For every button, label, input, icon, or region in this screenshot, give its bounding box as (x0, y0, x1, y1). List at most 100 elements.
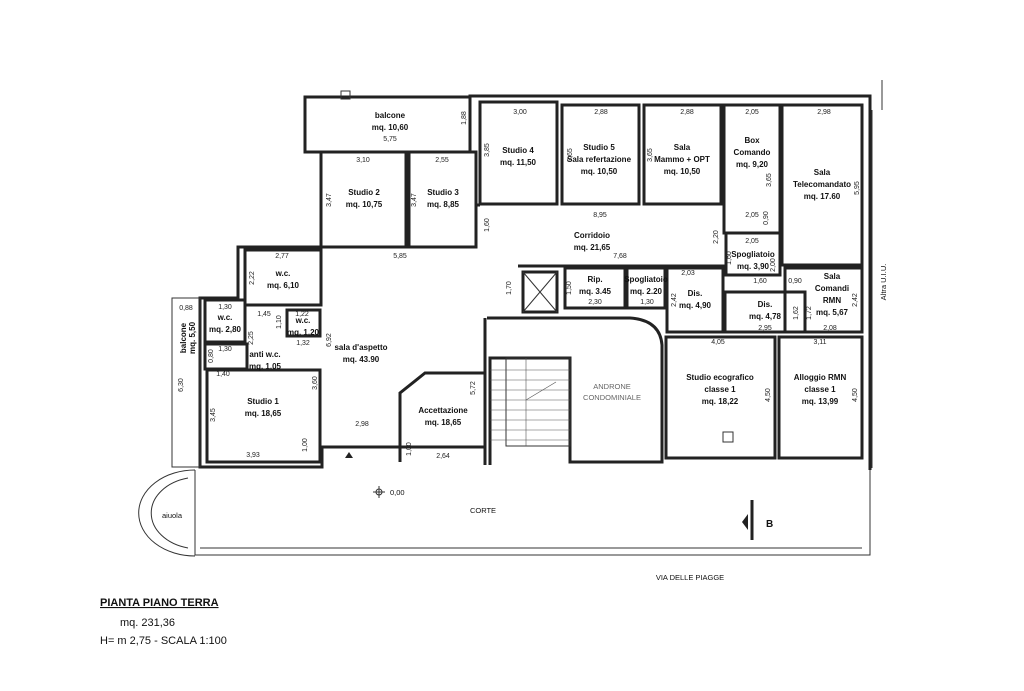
dimension-label: 1,10 (276, 315, 283, 329)
room-label-line: mq. 4,90 (679, 301, 712, 310)
dimension-label: 0,80 (208, 349, 215, 363)
room-label-line: mq. 2,80 (209, 325, 242, 334)
room-label-line: sala d'aspetto (334, 343, 387, 352)
dimension-label: 3,11 (813, 339, 826, 346)
wall-wc-3 (285, 308, 322, 338)
dimension-label: 1,30 (640, 299, 654, 306)
dimension-label: 3,47 (411, 193, 418, 207)
room-label-line: mq. 5,50 (188, 321, 197, 354)
dimension-label: 0,88 (179, 305, 193, 312)
dimension-label: 2,05 (745, 238, 759, 245)
room-label: Spogliatoio mq. 2.20 (624, 275, 668, 296)
room-label-line: Spogliatoio (731, 250, 775, 259)
dimension-label: 3,65 (647, 148, 654, 162)
wall-wc-1 (243, 248, 323, 307)
dimension-label: 0,90 (788, 278, 802, 285)
dimension-label: 1,70 (506, 281, 513, 295)
dimension-label: 1,72 (806, 306, 813, 320)
lobby-label: ANDRONE (593, 382, 631, 391)
dimension-label: 3,10 (356, 157, 370, 164)
dimension-label: 3,00 (513, 109, 527, 116)
plan-title: PIANTA PIANO TERRA (100, 597, 219, 609)
section-marker-icon (742, 500, 754, 540)
wall-androne (487, 316, 664, 465)
dimension-label: 3,47 (326, 193, 333, 207)
pillar (340, 90, 351, 100)
elevation-label: 0,00 (390, 488, 405, 497)
room-label-line: Dis. (758, 300, 773, 309)
dimension-label: 1,88 (461, 111, 468, 125)
wall-studio-ecografico (664, 335, 777, 460)
wall-studio-3 (407, 150, 478, 249)
room-label-line: Mammo + OPT (654, 155, 710, 164)
wall-studio-5 (560, 103, 641, 206)
wall-studio-4 (478, 100, 559, 206)
wall-sala-mammo (642, 103, 723, 206)
wall-sala-telecomandato (780, 103, 864, 267)
room-label: Dis.mq. 4,78 (749, 300, 782, 321)
wall-dis-2 (723, 290, 807, 334)
dimension-label: 2,05 (745, 109, 759, 116)
total-area: mq. 231,36 (120, 617, 175, 629)
courtyard-label: CORTE (470, 506, 496, 515)
dimension-label: 1,22 (295, 311, 309, 318)
room-label: w.c.mq. 1,20 (287, 316, 320, 337)
room-label-line: classe 1 (804, 385, 836, 394)
room-label-line: mq. 10,50 (581, 167, 618, 176)
room-label: balconemq. 5,50 (179, 321, 197, 354)
room-label-line: Corridoio (574, 231, 610, 240)
room-label-line: mq. 18,65 (245, 409, 282, 418)
room-label-line: Sala (824, 272, 841, 281)
dimension-label: 2,00 (770, 258, 777, 272)
dimension-label: 2,77 (275, 253, 289, 260)
room-label-line: Telecomandato (793, 180, 851, 189)
wall-sala-comandi (783, 266, 864, 334)
dimension-label: 0,90 (763, 211, 770, 225)
dimension-label: 1,30 (218, 304, 232, 311)
room-label-line: anti w.c. (249, 350, 280, 359)
room-label-line: mq. 10,60 (372, 123, 409, 132)
dimension-label: 2,25 (248, 331, 255, 345)
dimension-label: 4,50 (765, 388, 772, 402)
wall-balcone-2 (171, 297, 201, 468)
room-label-line: mq. 10,50 (664, 167, 701, 176)
dimension-label: 1,00 (406, 442, 413, 456)
room-label-line: Alloggio RMN (794, 373, 847, 382)
room-label-line: balcone (179, 322, 188, 353)
wall-spogliatoio-2 (625, 266, 667, 310)
room-label-line: Studio 1 (247, 397, 279, 406)
room-label-line: mq. 2.20 (630, 287, 663, 296)
room-label: Dis. mq. 4,90 (679, 289, 712, 310)
wall-corridor (474, 203, 480, 247)
room-label-line: mq. 11,50 (500, 158, 537, 167)
room-label-line: Sala refertazione (567, 155, 632, 164)
dimension-label: 3,60 (312, 376, 319, 390)
dimension-label: 7,68 (613, 253, 627, 260)
room-label-line: mq. 43.90 (343, 355, 380, 364)
room-label-line: mq. 13,99 (802, 397, 839, 406)
wall-rip (563, 266, 627, 310)
room-label-line: Dis. (688, 289, 703, 298)
elevator-cross (522, 271, 558, 313)
dimension-label: 2,88 (594, 109, 608, 116)
dimension-label: 1,62 (793, 306, 800, 320)
room-label-line: Spogliatoio (624, 275, 668, 284)
courtyard-border (194, 470, 871, 556)
room-label: Studio 1 mq. 18,65 (245, 397, 282, 418)
room-label-line: Sala (814, 168, 831, 177)
dimension-label: 3,45 (210, 408, 217, 422)
elevator (521, 270, 559, 314)
dimension-label: 8,95 (593, 212, 607, 219)
room-label-line: mq. 18,65 (425, 418, 462, 427)
dimension-label: 2,64 (436, 453, 450, 460)
wall-outer-top (468, 94, 872, 470)
dimension-label: 2,95 (758, 325, 772, 332)
